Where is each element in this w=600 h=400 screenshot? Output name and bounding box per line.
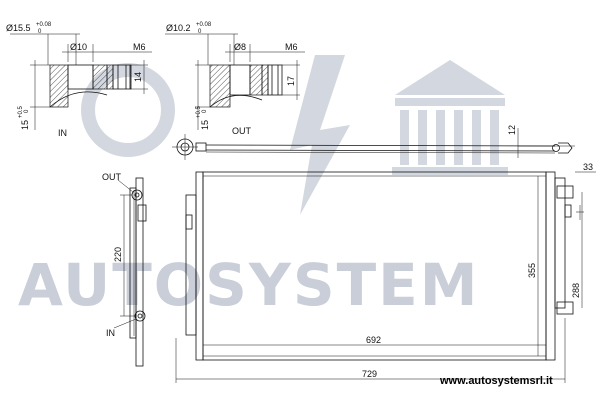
side-in-label: IN xyxy=(106,328,115,338)
in-depth: 15 xyxy=(20,120,30,130)
out-bore: Ø8 xyxy=(234,42,246,52)
watermark: AUTOSYSTEM xyxy=(18,55,508,319)
in-outer-diameter: Ø15.5 xyxy=(6,23,31,33)
in-bore: Ø10 xyxy=(70,42,87,52)
side-out-label: OUT xyxy=(102,172,122,182)
out-outer-tol-plus: +0.08 xyxy=(196,22,212,28)
out-thread: M6 xyxy=(285,42,298,52)
out-height: 17 xyxy=(286,76,296,86)
port-spacing-dimension: 220 xyxy=(113,247,123,262)
website-url: www.autosystemsrl.it xyxy=(439,375,553,387)
in-port-label: IN xyxy=(58,128,67,138)
in-height: 14 xyxy=(133,72,143,82)
out-depth-tol-zero: 0 xyxy=(202,109,208,113)
in-depth-tol-plus: +0.5 xyxy=(18,105,24,118)
watermark-text: AUTOSYSTEM xyxy=(18,251,480,319)
bracket-dimension: 33 xyxy=(583,162,593,172)
in-outer-tol-zero: 0 xyxy=(38,29,42,35)
out-outer-diameter: Ø10.2 xyxy=(166,23,191,33)
out-port-label: OUT xyxy=(232,126,252,136)
in-outer-tol-plus: +0.08 xyxy=(36,22,52,28)
fitting-in-detail: Ø15.5 +0.08 0 Ø10 M6 14 15 +0.5 0 IN xyxy=(6,22,152,138)
overall-height-dimension: 288 xyxy=(571,283,581,298)
out-outer-tol-zero: 0 xyxy=(198,29,202,35)
in-thread: M6 xyxy=(133,42,146,52)
side-view: 220 OUT IN xyxy=(102,172,147,367)
overall-width-dimension: 729 xyxy=(362,369,377,379)
out-depth-tol-plus: +0.5 xyxy=(196,105,202,118)
in-depth-tol-zero: 0 xyxy=(24,109,30,113)
core-width-dimension: 692 xyxy=(366,335,381,345)
front-view: 33 355 288 692 729 xyxy=(175,162,596,383)
pipe-offset-dimension: 12 xyxy=(507,125,517,135)
fitting-out-detail: Ø10.2 +0.08 0 Ø8 M6 17 15 +0.5 0 OUT xyxy=(165,22,305,136)
top-pipe-view: 12 xyxy=(172,125,575,160)
out-depth: 15 xyxy=(200,120,210,130)
core-height-dimension: 355 xyxy=(527,263,537,278)
